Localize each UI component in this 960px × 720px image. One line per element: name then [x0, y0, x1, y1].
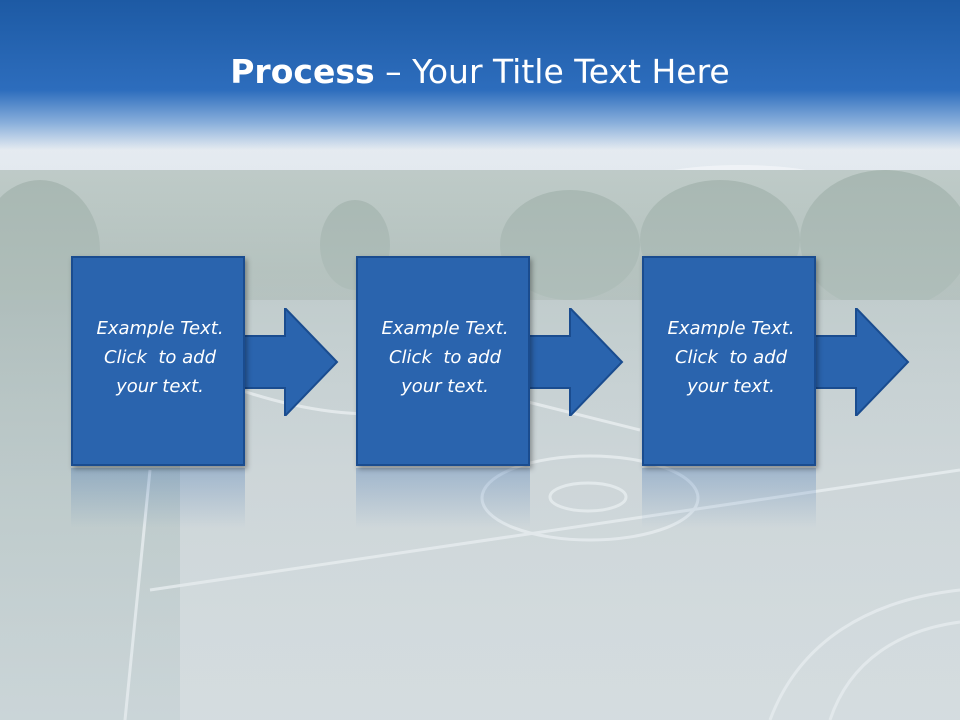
- step-box[interactable]: Example Text. Click to add your text.: [356, 256, 530, 466]
- step-line-3: your text.: [116, 376, 204, 397]
- step-box[interactable]: Example Text. Click to add your text.: [642, 256, 816, 466]
- step-line-3: your text.: [687, 376, 775, 397]
- title-banner: [0, 0, 960, 150]
- step-reflection: [642, 468, 816, 528]
- arrow-right-icon: [814, 308, 910, 416]
- step-line-1: Example Text.: [96, 318, 224, 339]
- step-line-1: Example Text.: [381, 318, 509, 339]
- arrow-right-icon: [528, 308, 624, 416]
- step-line-2: Click to add: [388, 347, 501, 368]
- step-box[interactable]: Example Text. Click to add your text.: [71, 256, 245, 466]
- step-text[interactable]: Example Text. Click to add your text.: [73, 314, 247, 401]
- title-text: – Your Title Text Here: [374, 52, 730, 91]
- step-line-2: Click to add: [103, 347, 216, 368]
- step-line-3: your text.: [401, 376, 489, 397]
- title-bold: Process: [230, 52, 375, 91]
- arrow-right-icon: [243, 308, 339, 416]
- step-line-2: Click to add: [674, 347, 787, 368]
- step-text[interactable]: Example Text. Click to add your text.: [644, 314, 818, 401]
- step-reflection: [356, 468, 530, 528]
- step-line-1: Example Text.: [667, 318, 795, 339]
- step-reflection: [71, 468, 245, 528]
- page-title[interactable]: Process – Your Title Text Here: [0, 52, 960, 91]
- step-text[interactable]: Example Text. Click to add your text.: [358, 314, 532, 401]
